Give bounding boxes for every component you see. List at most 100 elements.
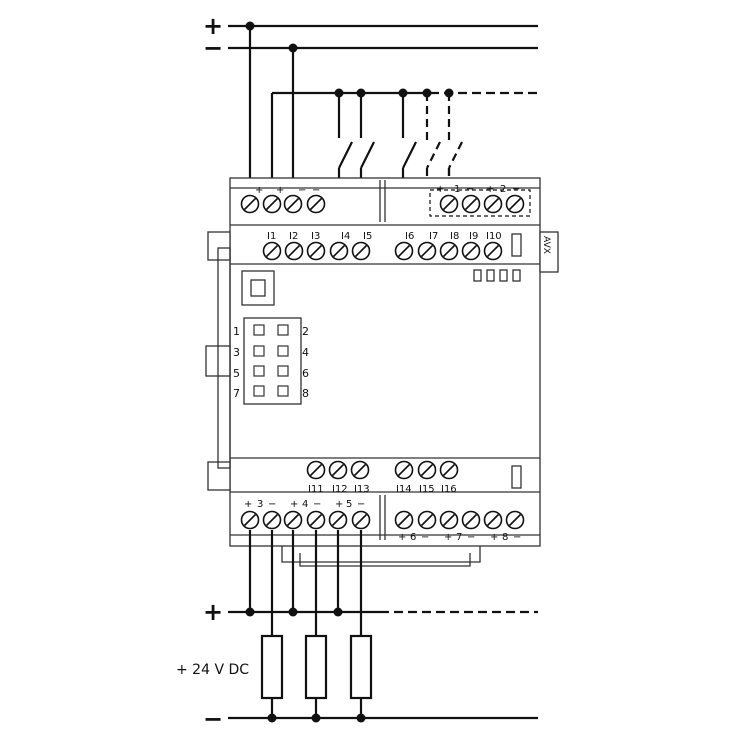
output-plus-label: + [444,532,452,543]
output-minus-label: − [513,532,521,543]
top-power-terminal-label: − [298,185,306,196]
module-housing [205,177,559,567]
input-label: I7 [429,231,438,242]
input-label: I9 [469,231,478,242]
supply-voltage-label: + 24 V DC [176,662,249,678]
output-plus-label: + [290,499,298,510]
screw-terminal [439,194,459,214]
output-plus-label: + [490,532,498,543]
input-label: I8 [450,231,459,242]
screw-terminal [439,241,459,261]
screw-terminal [439,460,459,480]
screw-terminal [283,194,303,214]
screw-terminal [328,460,348,480]
screw-terminal [351,241,371,261]
screw-terminal [505,510,525,530]
input-label: I3 [311,231,320,242]
top-minus-rail-label: − [203,34,223,62]
screw-terminal [240,510,260,530]
output-number-label: 4 [302,499,308,510]
top-power-terminal-label: + [276,185,284,196]
input-label: I14 [396,484,412,495]
pin-label: 6 [302,367,309,380]
bottom-junction-dots [245,607,366,723]
top-junction-dots [245,21,454,98]
output-number-label: 7 [456,532,462,543]
screw-terminal [240,194,260,214]
screw-terminal [505,194,525,214]
input-label: I15 [419,484,435,495]
pin-label: 7 [233,387,240,400]
pin-label: 3 [233,346,240,359]
input-label: I13 [354,484,370,495]
output-number-label: 8 [502,532,508,543]
screw-terminal [329,241,349,261]
screw-terminal [394,241,414,261]
pin-label: 1 [233,325,240,338]
top-input-labels: I1 I2 I3 I4 I5 I6 I7 I8 I9 I10 [267,231,502,242]
top-plus-rail-label: + [203,12,223,40]
screw-terminal [306,194,326,214]
output-minus-label: − [467,532,475,543]
screw-terminal [417,241,437,261]
output-2-plus-label: + [486,184,494,195]
pin-label: 2 [302,325,309,338]
output-1-number-label: 1 [454,184,460,195]
screw-terminal [351,510,371,530]
pin-label: 5 [233,367,240,380]
output-plus-label: + [244,499,252,510]
screw-terminal [262,510,282,530]
output-number-label: 3 [257,499,263,510]
output-plus-label: + [398,532,406,543]
screw-terminal [483,194,503,214]
output-minus-label: − [357,499,365,510]
pin-label: 4 [302,346,309,359]
screw-terminal [417,460,437,480]
output-number-label: 6 [410,532,416,543]
screw-terminal [394,510,414,530]
screw-terminal [328,510,348,530]
screw-terminal [483,241,503,261]
top-power-terminal-label: − [312,185,320,196]
load-resistors [260,634,373,700]
screw-terminal [306,460,326,480]
screw-terminal [417,510,437,530]
screw-terminals [240,194,525,530]
screw-terminal [439,510,459,530]
input-label: I5 [363,231,372,242]
screw-terminal [461,241,481,261]
output-minus-label: − [268,499,276,510]
brand-label: AVX [541,236,551,254]
bottom-plus-rail-label: + [203,598,223,626]
screw-terminal [306,241,326,261]
pin-label: 8 [302,387,309,400]
bottom-minus-rail-label: − [203,705,223,733]
input-label: I16 [441,484,457,495]
output-plus-label: + [335,499,343,510]
top-rails [228,24,538,95]
input-label: I1 [267,231,276,242]
screw-terminal [394,460,414,480]
screw-terminal [461,194,481,214]
screw-terminal [262,241,282,261]
input-label: I11 [308,484,324,495]
input-label: I2 [289,231,298,242]
top-power-terminal-label: + [255,185,263,196]
connector-pin-squares [253,324,289,397]
screw-terminal [283,510,303,530]
screw-terminal [461,510,481,530]
output-minus-label: − [421,532,429,543]
output-minus-label: − [313,499,321,510]
screw-terminal [483,510,503,530]
screw-terminal [350,460,370,480]
input-label: I4 [341,231,350,242]
screw-terminal [262,194,282,214]
screw-terminal [306,510,326,530]
input-label: I6 [405,231,414,242]
output-1-2-dashed-box [429,189,531,217]
input-label: I12 [332,484,348,495]
screw-terminal [284,241,304,261]
output-1-minus-label: − [466,184,474,195]
output-number-label: 5 [346,499,352,510]
